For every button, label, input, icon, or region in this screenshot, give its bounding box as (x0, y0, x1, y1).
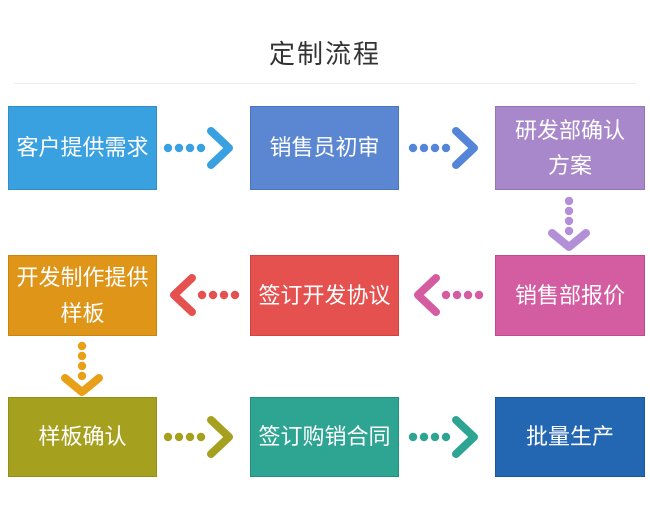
dotted-arrow-right-icon (163, 416, 233, 458)
flow-box-label: 客户提供需求 (16, 135, 149, 161)
flow-box-sales-dept-quotation: 销售部报价 (495, 255, 645, 336)
flow-box-label: 样板确认 (38, 424, 127, 450)
flow-box-sign-purchase-contract: 签订购销合同 (250, 397, 399, 477)
flow-box-sample-confirmation: 样板确认 (8, 397, 157, 477)
arrow-sample-to-confirmation (59, 341, 105, 397)
arrow-rd-to-quotation (546, 196, 592, 252)
dotted-arrow-right-icon (408, 127, 478, 169)
dotted-arrow-down-icon (548, 196, 590, 251)
dotted-arrow-down-icon (61, 341, 103, 396)
flow-box-salesperson-initial-review: 销售员初审 (250, 106, 399, 190)
dotted-arrow-right-icon (408, 416, 478, 458)
flow-box-label: 销售员初审 (269, 135, 380, 161)
flow-box-label: 开发制作提供 样板 (16, 265, 149, 326)
dotted-arrow-left-icon (414, 274, 484, 316)
flow-box-label: 销售部报价 (514, 282, 625, 308)
arrow-dev-agreement-to-sample (166, 273, 240, 317)
flow-box-label: 研发部确认 方案 (514, 117, 625, 178)
flow-box-rd-confirm-plan: 研发部确认 方案 (495, 106, 645, 190)
flow-box-label: 签订开发协议 (258, 282, 391, 308)
arrow-confirmation-to-contract (163, 415, 237, 459)
flow-box-mass-production: 批量生产 (495, 397, 645, 477)
flow-box-sign-development-agreement: 签订开发协议 (250, 255, 399, 336)
title-divider (14, 83, 636, 84)
flow-box-label: 签订购销合同 (258, 424, 391, 450)
page-title: 定制流程 (268, 39, 381, 69)
arrow-quotation-to-dev-agreement (410, 273, 484, 317)
flow-box-customer-requirements: 客户提供需求 (8, 106, 157, 190)
flow-box-dev-make-provide-sample: 开发制作提供 样板 (8, 255, 157, 336)
arrow-customer-to-sales-review (163, 126, 237, 170)
dotted-arrow-right-icon (163, 127, 233, 169)
dotted-arrow-left-icon (170, 274, 240, 316)
arrow-contract-to-production (408, 415, 482, 459)
arrow-sales-review-to-rd (408, 126, 482, 170)
flow-box-label: 批量生产 (525, 424, 614, 450)
